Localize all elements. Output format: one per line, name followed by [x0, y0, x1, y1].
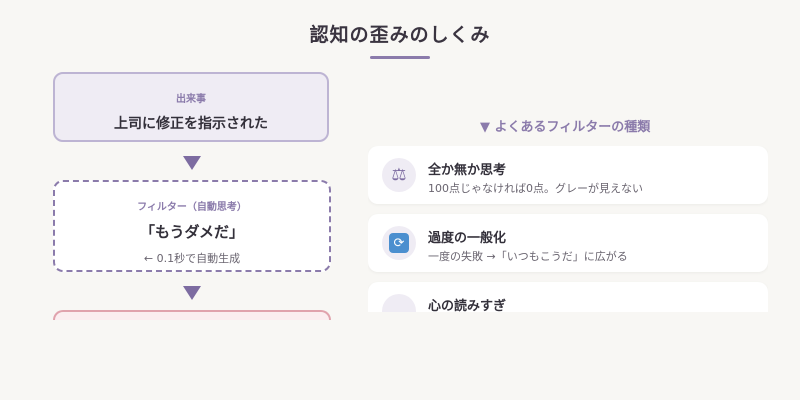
title-underline	[370, 56, 430, 59]
page-title: 認知の歪みのしくみ	[309, 24, 491, 46]
flow-arrow-2	[183, 286, 201, 300]
reaction-box	[53, 310, 331, 320]
sync-icon: ⟳	[389, 233, 409, 253]
filter-box: フィルター（自動思考） 「もうダメだ」 ← 0.1秒で自動生成	[53, 180, 331, 272]
flow-arrow-1	[183, 156, 201, 170]
filter-note: ← 0.1秒で自動生成	[143, 252, 241, 265]
card-title: 全か無か思考	[428, 163, 507, 178]
card-desc: 100点じゃなければ0点。グレーが見えない	[428, 182, 643, 195]
sync-icon-wrap: ⟳	[382, 226, 416, 260]
filter-text: 「もうダメだ」	[139, 223, 245, 241]
filter-card-overgeneralization: ⟳ 過度の一般化 一度の失敗 →「いつもこうだ」に広がる	[368, 214, 768, 272]
filter-card-all-or-nothing: ⚖ 全か無か思考 100点じゃなければ0点。グレーが見えない	[368, 146, 768, 204]
event-box: 出来事 上司に修正を指示された	[53, 72, 329, 142]
mind-reading-icon	[382, 294, 416, 312]
filter-label: フィルター（自動思考）	[137, 202, 247, 213]
filter-card-mind-reading: 心の読みすぎ	[368, 282, 768, 312]
event-text: 上司に修正を指示された	[114, 116, 268, 132]
filters-heading: ▼ よくあるフィルターの種類	[480, 120, 651, 135]
card-title: 過度の一般化	[428, 231, 507, 246]
scale-icon: ⚖	[382, 158, 416, 192]
card-desc: 一度の失敗 →「いつもこうだ」に広がる	[428, 250, 628, 263]
event-label: 出来事	[176, 94, 206, 105]
filter-card-list: ⚖ 全か無か思考 100点じゃなければ0点。グレーが見えない ⟳ 過度の一般化 …	[368, 146, 768, 312]
card-title: 心の読みすぎ	[428, 299, 507, 312]
